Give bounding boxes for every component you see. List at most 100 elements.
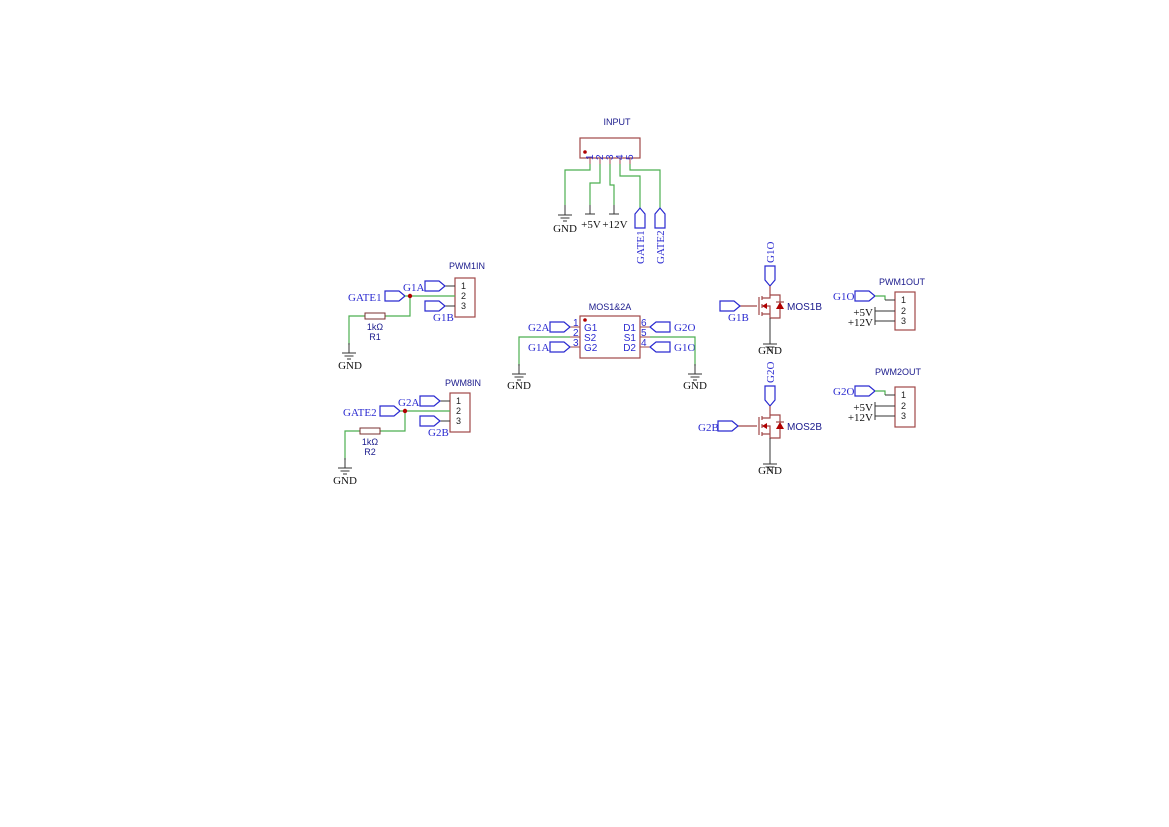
g1o-label: G1O <box>674 342 695 354</box>
gate1-port <box>384 290 406 302</box>
pin-name: D2 <box>623 343 636 354</box>
g2o-label: G2O <box>765 362 777 383</box>
pin-num: 3 <box>456 416 461 426</box>
pin-num: 1 <box>901 295 906 305</box>
g1a-port <box>549 341 571 353</box>
gnd-label: GND <box>333 475 357 487</box>
g1b-label: G1B <box>728 312 749 324</box>
g2o-port <box>764 385 776 407</box>
pin-num: 5 <box>625 154 636 160</box>
pwm2out-connector: PWM2OUT 1 2 3 G2O +5V +12V <box>833 367 922 428</box>
r1-ref: R1 <box>369 332 381 342</box>
g1o-label: G1O <box>765 242 777 263</box>
gnd-label: GND <box>553 223 577 235</box>
g1b-port <box>719 300 741 312</box>
gate1-label: GATE1 <box>635 230 647 264</box>
pin-num: 3 <box>901 411 906 421</box>
r2-value: 1kΩ <box>362 437 379 447</box>
pwm1in-connector: PWM1IN 1 2 3 G1A GATE1 1kΩ R1 GND G1B <box>338 261 485 372</box>
mos12a-ref: MOS1&2A <box>589 302 632 312</box>
g2o-label: G2O <box>833 386 854 398</box>
input-connector: INPUT 1 2 3 4 5 GND +5V +12V GATE1 GATE2 <box>553 117 667 264</box>
g2b-port <box>717 420 739 432</box>
g2o-port <box>854 385 876 397</box>
gnd-label: GND <box>338 360 362 372</box>
mos2b-ref: MOS2B <box>787 422 822 433</box>
mos2b-transistor: G2O GND G2B MOS2B <box>698 362 822 477</box>
pin-num: 6 <box>641 318 647 329</box>
gnd-label: GND <box>758 345 782 357</box>
g1o-label: G1O <box>833 291 854 303</box>
gate2-port <box>379 405 401 417</box>
g1a-label: G1A <box>403 282 424 294</box>
gnd-label: GND <box>683 380 707 392</box>
ground-icon <box>557 204 573 222</box>
g2a-label: G2A <box>398 397 419 409</box>
pwm1in-ref: PWM1IN <box>449 261 485 271</box>
pin-num: 1 <box>901 390 906 400</box>
r1-value: 1kΩ <box>367 322 384 332</box>
g1b-label: G1B <box>433 312 454 324</box>
pwm8in-ref: PWM8IN <box>445 378 481 388</box>
g1o-port <box>854 290 876 302</box>
power-12v-label: +12V <box>602 219 627 231</box>
pin-name: S2 <box>584 333 597 344</box>
g1a-label: G1A <box>528 342 549 354</box>
pin-num: 1 <box>573 318 579 329</box>
junction-dot <box>402 408 408 414</box>
g1b-port <box>424 300 446 312</box>
pin-num: 2 <box>595 154 606 160</box>
pin-name: G1 <box>584 323 598 334</box>
mos1b-transistor: G1O GND G1B MOS1B <box>719 242 822 357</box>
pin-num: 2 <box>573 328 579 339</box>
power-12v-label: +12V <box>848 412 873 424</box>
pin-num: 2 <box>901 401 906 411</box>
pin-num: 1 <box>461 281 466 291</box>
ground-icon <box>337 457 353 475</box>
resistor-r2 <box>359 427 381 435</box>
pin-name: D1 <box>623 323 636 334</box>
r2-ref: R2 <box>364 447 376 457</box>
power-5v-label: +5V <box>853 307 873 319</box>
g2b-label: G2B <box>428 427 449 439</box>
pin-num: 3 <box>605 154 616 160</box>
gate2-port <box>654 207 666 229</box>
ground-icon <box>341 342 357 360</box>
g2b-label: G2B <box>698 422 719 434</box>
pwm1out-connector: PWM1OUT 1 2 3 G1O +5V +12V <box>833 277 926 331</box>
gate1-port <box>634 207 646 229</box>
mos1b-ref: MOS1B <box>787 302 822 313</box>
g2a-port <box>549 321 571 333</box>
power-5v-label: +5V <box>853 402 873 414</box>
g1o-port <box>649 341 671 353</box>
gate1-label: GATE1 <box>348 292 382 304</box>
ground-icon <box>511 363 527 381</box>
pin-num: 1 <box>585 154 596 160</box>
g1o-port <box>764 265 776 287</box>
input-ref: INPUT <box>604 117 632 127</box>
g2a-label: G2A <box>528 322 549 334</box>
pin-num: 4 <box>641 338 647 349</box>
pwm1out-ref: PWM1OUT <box>879 277 926 287</box>
pin-num: 5 <box>641 328 647 339</box>
mos12a-component: MOS1&2A 1 2 3 6 5 4 G1 S2 G2 D1 S1 D2 G2… <box>507 302 707 392</box>
g2a-port <box>419 395 441 407</box>
g2o-label: G2O <box>674 322 695 334</box>
gate2-label: GATE2 <box>343 407 377 419</box>
pin-num: 3 <box>461 301 466 311</box>
pin-num: 1 <box>456 396 461 406</box>
pin-num: 2 <box>461 291 466 301</box>
gate2-label: GATE2 <box>655 230 667 264</box>
ground-icon <box>687 363 703 381</box>
pin-num: 3 <box>573 338 579 349</box>
resistor-r1 <box>364 312 386 320</box>
pwm8in-connector: PWM8IN 1 2 3 G2A GATE2 1kΩ R2 GND G2B <box>333 378 481 487</box>
pin-num: 2 <box>901 306 906 316</box>
pin-num: 3 <box>901 316 906 326</box>
pin-name: G2 <box>584 343 598 354</box>
g2b-port <box>419 415 441 427</box>
pwm2out-ref: PWM2OUT <box>875 367 922 377</box>
pin-num: 4 <box>615 154 626 160</box>
g2o-port <box>649 321 671 333</box>
